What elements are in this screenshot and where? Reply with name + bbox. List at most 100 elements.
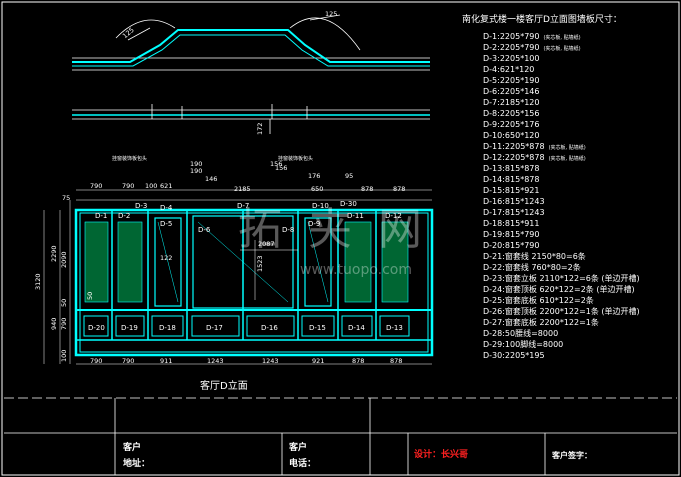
spec-item: D-9:2205*176	[483, 120, 539, 130]
spec-text: D-27:窗套底板 2200*122=1条	[483, 318, 599, 327]
note-text: 挂窗装饰板包头	[278, 155, 313, 162]
dim-value: 172	[256, 123, 264, 135]
panel-label: D-18	[159, 324, 176, 332]
spec-text: D-9:2205*176	[483, 120, 540, 129]
dim-value: 2087	[258, 240, 275, 248]
spec-text: D-10:650*120	[483, 131, 540, 140]
spec-item: D-23:窗套立板 2110*122=6条 (单边开槽)	[483, 274, 640, 284]
spec-text: D-7:2185*120	[483, 98, 540, 107]
elevation	[74, 208, 434, 357]
dim-value: 2185	[234, 185, 251, 193]
spec-item: D-21:窗套线 2150*80=6条	[483, 252, 586, 262]
spec-text: D-12:2205*878	[483, 153, 545, 162]
ceiling-section-2	[72, 104, 430, 134]
designer-label: 设计：长兴哥	[414, 450, 469, 460]
panel-label: D-2	[118, 212, 130, 220]
spec-text: D-18:815*911	[483, 219, 540, 228]
left-dims: 3120 2290 2090 790 940 100 50 75	[34, 194, 70, 362]
spec-text: D-23:窗套立板 2110*122=6条 (单边开槽)	[483, 274, 640, 283]
note-text: 挂窗装饰板包头	[112, 155, 147, 162]
dimension-lines	[43, 189, 432, 365]
spec-text: D-17:815*1243	[483, 208, 545, 217]
dim-value: 1243	[262, 357, 279, 365]
spec-item: D-10:650*120	[483, 131, 539, 141]
dim-value: 2090	[60, 251, 68, 268]
dim-value: 1523	[256, 255, 264, 272]
spec-text: D-2:2205*790	[483, 43, 540, 52]
watermark-url: www.tuopo.com	[300, 262, 412, 278]
spec-text: D-29:100脚线=8000	[483, 340, 564, 349]
spec-item: D-13:815*878	[483, 164, 539, 174]
dim-value: 3120	[34, 273, 42, 290]
spec-text: D-13:815*878	[483, 164, 540, 173]
spec-text: D-28:50腰线=8000	[483, 329, 559, 338]
spec-item: D-28:50腰线=8000	[483, 329, 558, 339]
dimension-values: 790 790 100 621 190 146 2185 156 176 650…	[86, 10, 405, 365]
dim-value: 790	[60, 318, 68, 330]
small-notes: 挂窗装饰板包头 挂窗装饰板包头	[112, 155, 313, 162]
spec-item: D-11:2205*878(夹芯板, 贴墙纸)	[483, 142, 586, 153]
spec-item: D-24:窗套顶板 620*122=2条 (单边开槽)	[483, 285, 635, 295]
panel-label: D-30	[340, 200, 357, 208]
spec-text: D-5:2205*190	[483, 76, 540, 85]
spec-item: D-18:815*911	[483, 219, 539, 229]
panel-label: D-15	[309, 324, 326, 332]
spec-item: D-14:815*878	[483, 175, 539, 185]
dim-value: 156	[275, 164, 287, 172]
dim-value: 125	[325, 10, 337, 18]
dim-value: 100	[60, 350, 68, 362]
dim-value: 95	[345, 172, 353, 180]
panel-label: D-1	[95, 212, 107, 220]
spec-item: D-27:窗套底板 2200*122=1条	[483, 318, 599, 328]
spec-item: D-8:2205*156	[483, 109, 539, 119]
panel-label: D-8	[282, 226, 294, 234]
spec-text: D-24:窗套顶板 620*122=2条 (单边开槽)	[483, 285, 635, 294]
spec-note: (夹芯板, 贴墙纸)	[548, 156, 586, 162]
spec-note: (夹芯板, 贴墙纸)	[548, 145, 586, 151]
spec-text: D-8:2205*156	[483, 109, 540, 118]
title-block-lines	[4, 397, 677, 475]
dim-value: 122	[160, 254, 172, 262]
client2-label: 客户	[289, 443, 308, 453]
panel-label: D-12	[385, 212, 402, 220]
dim-value: 146	[205, 175, 217, 183]
spec-text: D-20:815*790	[483, 241, 540, 250]
dim-value: 921	[312, 357, 324, 365]
ceiling-section	[72, 14, 430, 71]
dim-value: 100	[145, 182, 157, 190]
spec-text: D-4:621*120	[483, 65, 535, 74]
spec-text: D-16:815*1243	[483, 197, 545, 206]
spec-item: D-7:2185*120	[483, 98, 539, 108]
spec-item: D-5:2205*190	[483, 76, 539, 86]
spec-item: D-29:100脚线=8000	[483, 340, 563, 350]
spec-text: D-25:窗套底板 610*122=2条	[483, 296, 594, 305]
dim-value: 621	[160, 182, 172, 190]
spec-item: D-30:2205*195	[483, 351, 545, 361]
spec-text: D-11:2205*878	[483, 142, 545, 151]
panel-label: D-13	[386, 324, 403, 332]
panel-label: D-19	[121, 324, 138, 332]
panel-label: D-14	[348, 324, 365, 332]
spec-note: (夹芯板, 贴墙纸)	[543, 35, 581, 41]
spec-item: D-25:窗套底板 610*122=2条	[483, 296, 594, 306]
panel-label: D-10	[312, 202, 329, 210]
spec-title: 南化复式楼一楼客厅D立面图墙板尺寸：	[462, 15, 622, 25]
spec-note: (夹芯板, 贴墙纸)	[543, 46, 581, 52]
spec-text: D-26:窗套顶板 2200*122=1条 (单边开槽)	[483, 307, 640, 316]
spec-text: D-21:窗套线 2150*80=6条	[483, 252, 586, 261]
spec-item: D-26:窗套顶板 2200*122=1条 (单边开槽)	[483, 307, 640, 317]
spec-item: D-1:2205*790(夹芯板, 贴墙纸)	[483, 32, 581, 43]
address-label: 地址：	[123, 459, 151, 469]
spec-item: D-19:815*790	[483, 230, 539, 240]
panel-label: D-7	[237, 202, 249, 210]
dim-value: 176	[308, 172, 320, 180]
dim-value: 2290	[50, 245, 58, 262]
dim-value: 790	[90, 182, 102, 190]
dim-value: 878	[361, 185, 373, 193]
dim-value: 878	[352, 357, 364, 365]
dim-value: 125	[121, 26, 136, 40]
dim-value: 1243	[207, 357, 224, 365]
spec-text: D-22:窗套线 760*80=2条	[483, 263, 581, 272]
